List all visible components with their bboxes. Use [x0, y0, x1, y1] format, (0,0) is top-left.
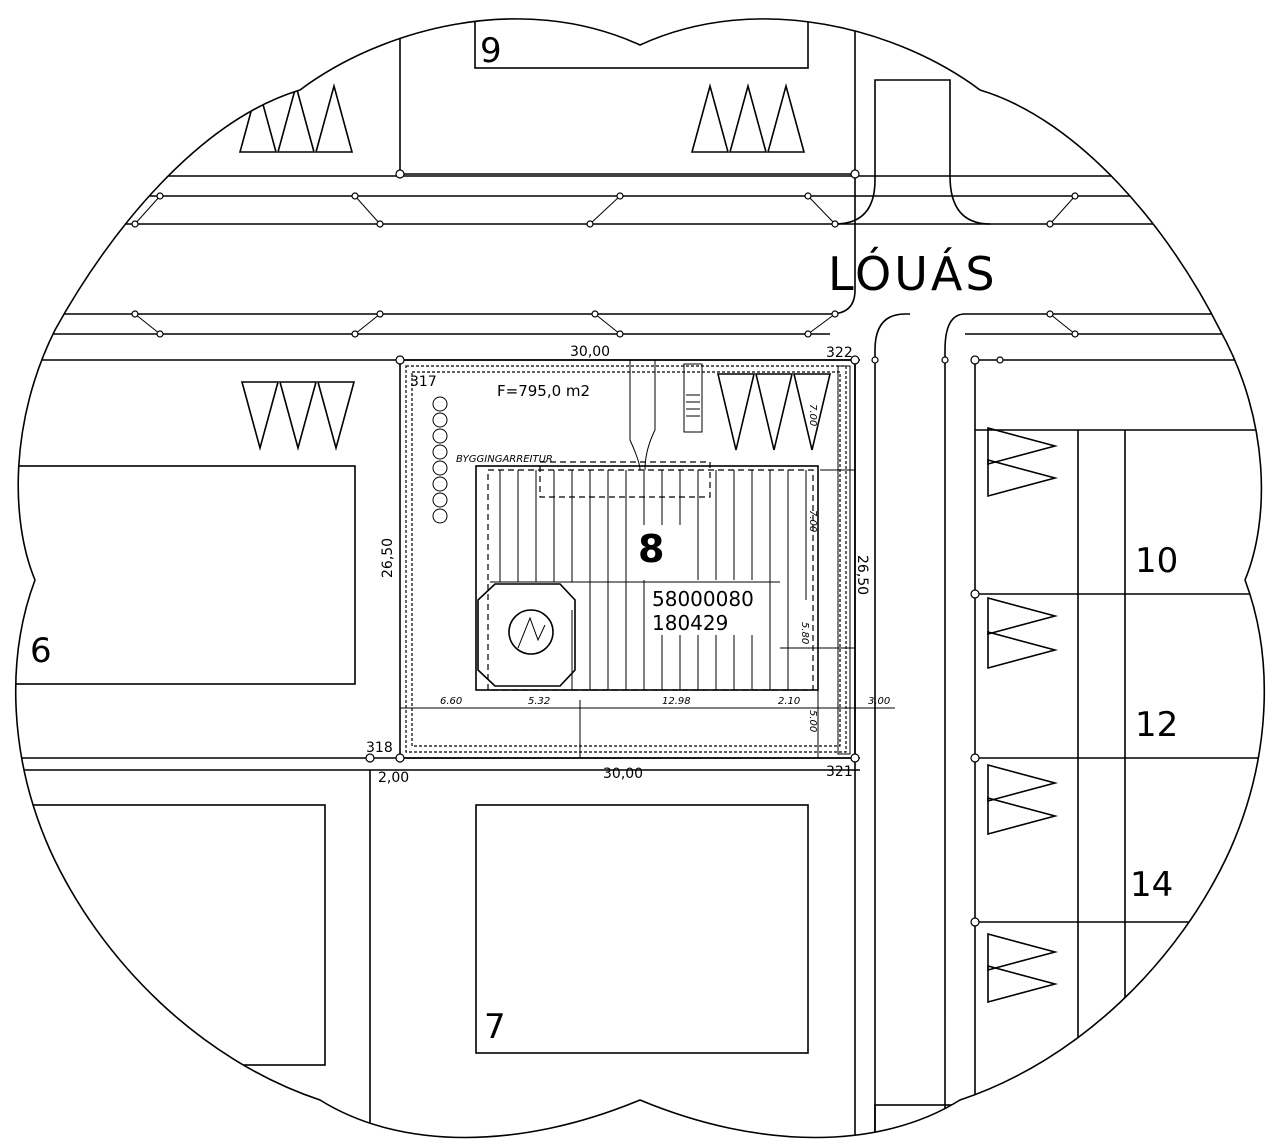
street-name-label: LÓUÁS: [828, 247, 998, 301]
lot-8-site: [365, 355, 949, 763]
lot-6: [15, 465, 371, 1138]
area-label: F=795,0 m2: [497, 382, 590, 400]
dimension-seg: 12.98: [662, 696, 691, 707]
lot-label-9: 9: [480, 31, 502, 71]
lot-label-10: 10: [1135, 541, 1178, 581]
point-label-322: 322: [826, 345, 853, 361]
dimension-right: 26,50: [854, 555, 870, 595]
dimension-seg: 2.10: [778, 696, 800, 707]
point-label-318: 318: [366, 740, 393, 756]
building-hatch: [490, 470, 818, 691]
building-zone-label: BYGGINGARREITUR: [456, 454, 553, 465]
parking-symbols-left: [240, 381, 356, 452]
parking-symbols-top: [238, 82, 806, 153]
lot-label-6: 6: [30, 631, 52, 671]
dimension-left: 26,50: [380, 538, 396, 578]
lot-label-14: 14: [1130, 865, 1173, 905]
street-lines: [15, 175, 1265, 771]
lot-id-label: 58000080: [652, 587, 754, 611]
dimension-vertical: 7.00: [807, 404, 818, 426]
dimension-corner: 2,00: [378, 770, 409, 786]
lot-id-label: 180429: [652, 611, 728, 635]
parking-dividers: [131, 192, 1079, 338]
dimension-vertical: 5.00: [807, 710, 818, 732]
dimension-seg: 3.00: [868, 696, 890, 707]
lot-label-8: 8: [638, 527, 664, 571]
dimension-bottom: 30,00: [603, 766, 643, 782]
point-label-317: 317: [410, 374, 437, 390]
dimension-vertical: 7.00: [807, 510, 818, 532]
point-label-321: 321: [826, 764, 853, 780]
lot-9: [395, 18, 860, 179]
dimension-top: 30,00: [570, 344, 610, 360]
dimension-seg: 5.32: [528, 696, 550, 707]
lot-label-12: 12: [1135, 705, 1178, 745]
map-boundary: [14, 18, 1266, 1139]
dimension-vertical: 5.80: [799, 622, 810, 644]
lot-label-7: 7: [484, 1007, 506, 1047]
parking-symbols-right: [987, 426, 1059, 1004]
dimension-seg: 6.60: [440, 696, 462, 707]
lots-right: [874, 355, 1265, 1138]
lot-7: [475, 804, 809, 1054]
